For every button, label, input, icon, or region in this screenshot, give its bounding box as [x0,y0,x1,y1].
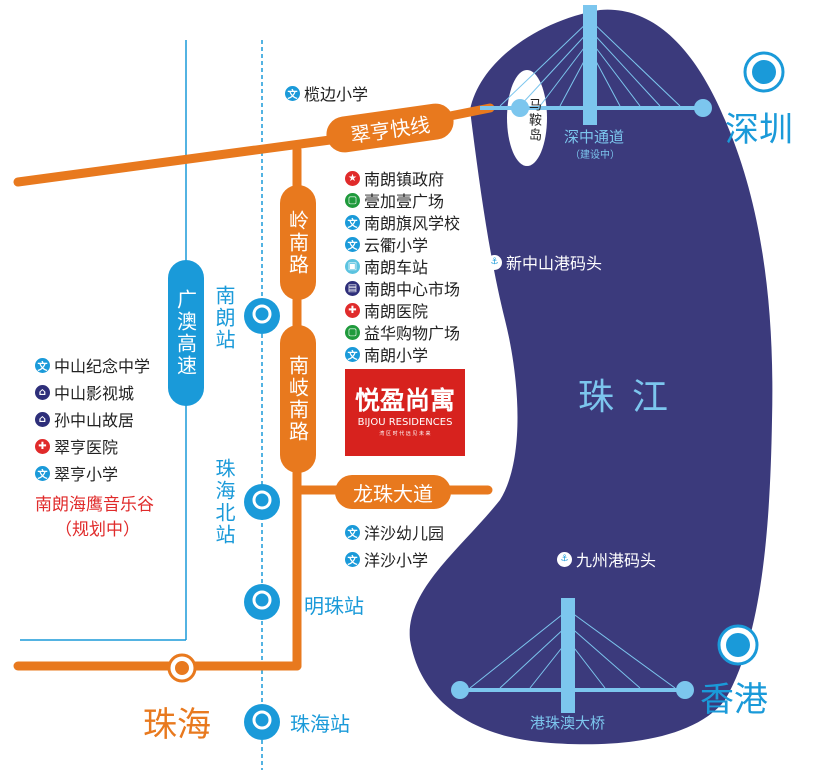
poi-label: 南朗旗风学校 [364,214,461,233]
pearl-river-water [409,9,773,745]
poi-item: 文洋沙幼儿园 [345,520,444,544]
school-icon: 文 [35,357,50,373]
poi-item: ✚翠亨医院 [35,434,118,458]
river-label: 珠江 [578,377,687,418]
poi-item: ▢益华购物广场 [345,320,460,344]
poi-item: 文翠亨小学 [35,461,118,485]
poi-item: ⌂孙中山故居 [35,407,134,431]
poi-item: ▤南朗中心市场 [345,276,460,300]
hospital-icon: ✚ [35,438,50,454]
museum-icon: ⌂ [35,411,50,427]
school-icon: 文 [35,465,50,481]
port-label: 九州港码头 [576,551,657,570]
shenzhong-status: （建设中） [570,150,620,161]
planned-poi-name: 南朗海鹰音乐谷 [35,495,154,515]
bus-icon: ▣ [345,258,360,274]
poi-label: 云衢小学 [364,236,429,255]
station-label-nanlang: 南朗站 [212,285,236,351]
logo-name: 悦盈尚寓 [354,386,455,415]
hzmb-bridge [451,598,694,713]
poi-label: 榄边小学 [304,85,369,104]
anchor-icon: ⚓ [557,551,572,567]
island-label: 马鞍岛 [526,98,541,143]
maan-island [507,70,547,166]
school-icon: 文 [345,551,360,567]
anchor-icon: ⚓ [487,254,502,270]
poi-item: 文南朗小学 [345,342,428,366]
poi-label: 翠亨小学 [54,465,119,484]
school-icon: 文 [345,214,360,230]
station-label-mingzhu: 明珠站 [304,594,364,618]
bijou-logo: 悦盈尚寓 BIJOU RESIDENCES 湾 区 时 代 远 见 未 来 [345,369,465,456]
poi-item: ✚南朗医院 [345,298,428,322]
logo-slogan: 湾 区 时 代 远 见 未 来 [379,431,431,437]
poi-item: ★南朗镇政府 [345,166,444,190]
poi-label: 翠亨医院 [54,438,119,457]
poi-item: ▣南朗车站 [345,254,428,278]
port-label: 新中山港码头 [506,254,603,273]
shopping-bag-icon: ▢ [345,324,360,340]
shenzhong-label: 深中通道 [564,128,625,146]
road-label-guangao: 广澳高速 [168,260,204,406]
poi-label: 南朗医院 [364,302,429,321]
road-label-nanqinan: 南岐南路 [280,325,316,473]
poi-label: 南朗中心市场 [364,280,461,299]
poi-item: ▢壹加壹广场 [345,188,444,212]
road-label-lingnan: 岭南路 [280,185,316,300]
school-icon: 文 [285,85,300,101]
poi-label: 洋沙小学 [364,551,429,570]
hospital-icon: ✚ [345,302,360,318]
poi-label: 益华购物广场 [364,324,461,343]
poi-label: 南朗小学 [364,346,429,365]
hzmb-label: 港珠澳大桥 [530,714,606,732]
poi-label: 洋沙幼儿园 [364,524,445,543]
market-icon: ▤ [345,280,360,296]
poi-item: 文中山纪念中学 [35,353,150,377]
city-marker-zhuhai [167,653,197,683]
planned-poi-status: （规划中） [55,520,140,540]
logo-en: BIJOU RESIDENCES [357,417,453,428]
station-label-zhuhai: 珠海站 [290,712,350,736]
poi-item: ⌂中山影视城 [35,380,134,404]
poi-item: 文南朗旗风学校 [345,210,460,234]
city-marker-hongkong [717,624,759,666]
city-label-zhuhai: 珠海 [143,705,211,745]
poi-label: 中山纪念中学 [54,357,151,376]
city-label-hongkong: 香港 [700,680,768,720]
star-icon: ★ [345,170,360,186]
school-icon: 文 [345,236,360,252]
museum-icon: ⌂ [35,384,50,400]
station-label-zhuhai-north: 珠海北站 [212,458,236,546]
poi-label: 中山影视城 [54,384,135,403]
poi-label: 南朗镇政府 [364,170,445,189]
road-label-longzhu: 龙珠大道 [335,475,451,509]
poi-label: 孙中山故居 [54,411,135,430]
shopping-bag-icon: ▢ [345,192,360,208]
poi-label: 南朗车站 [364,258,429,277]
poi-item: 文洋沙小学 [345,547,428,571]
station-icons [244,298,280,740]
poi-label: 壹加壹广场 [364,192,445,211]
school-icon: 文 [345,346,360,362]
school-icon: 文 [345,524,360,540]
city-label-shenzhen: 深圳 [725,110,793,150]
city-marker-shenzhen [743,51,785,93]
poi-item: 文云衢小学 [345,232,428,256]
shenzhong-bridge [480,5,712,125]
